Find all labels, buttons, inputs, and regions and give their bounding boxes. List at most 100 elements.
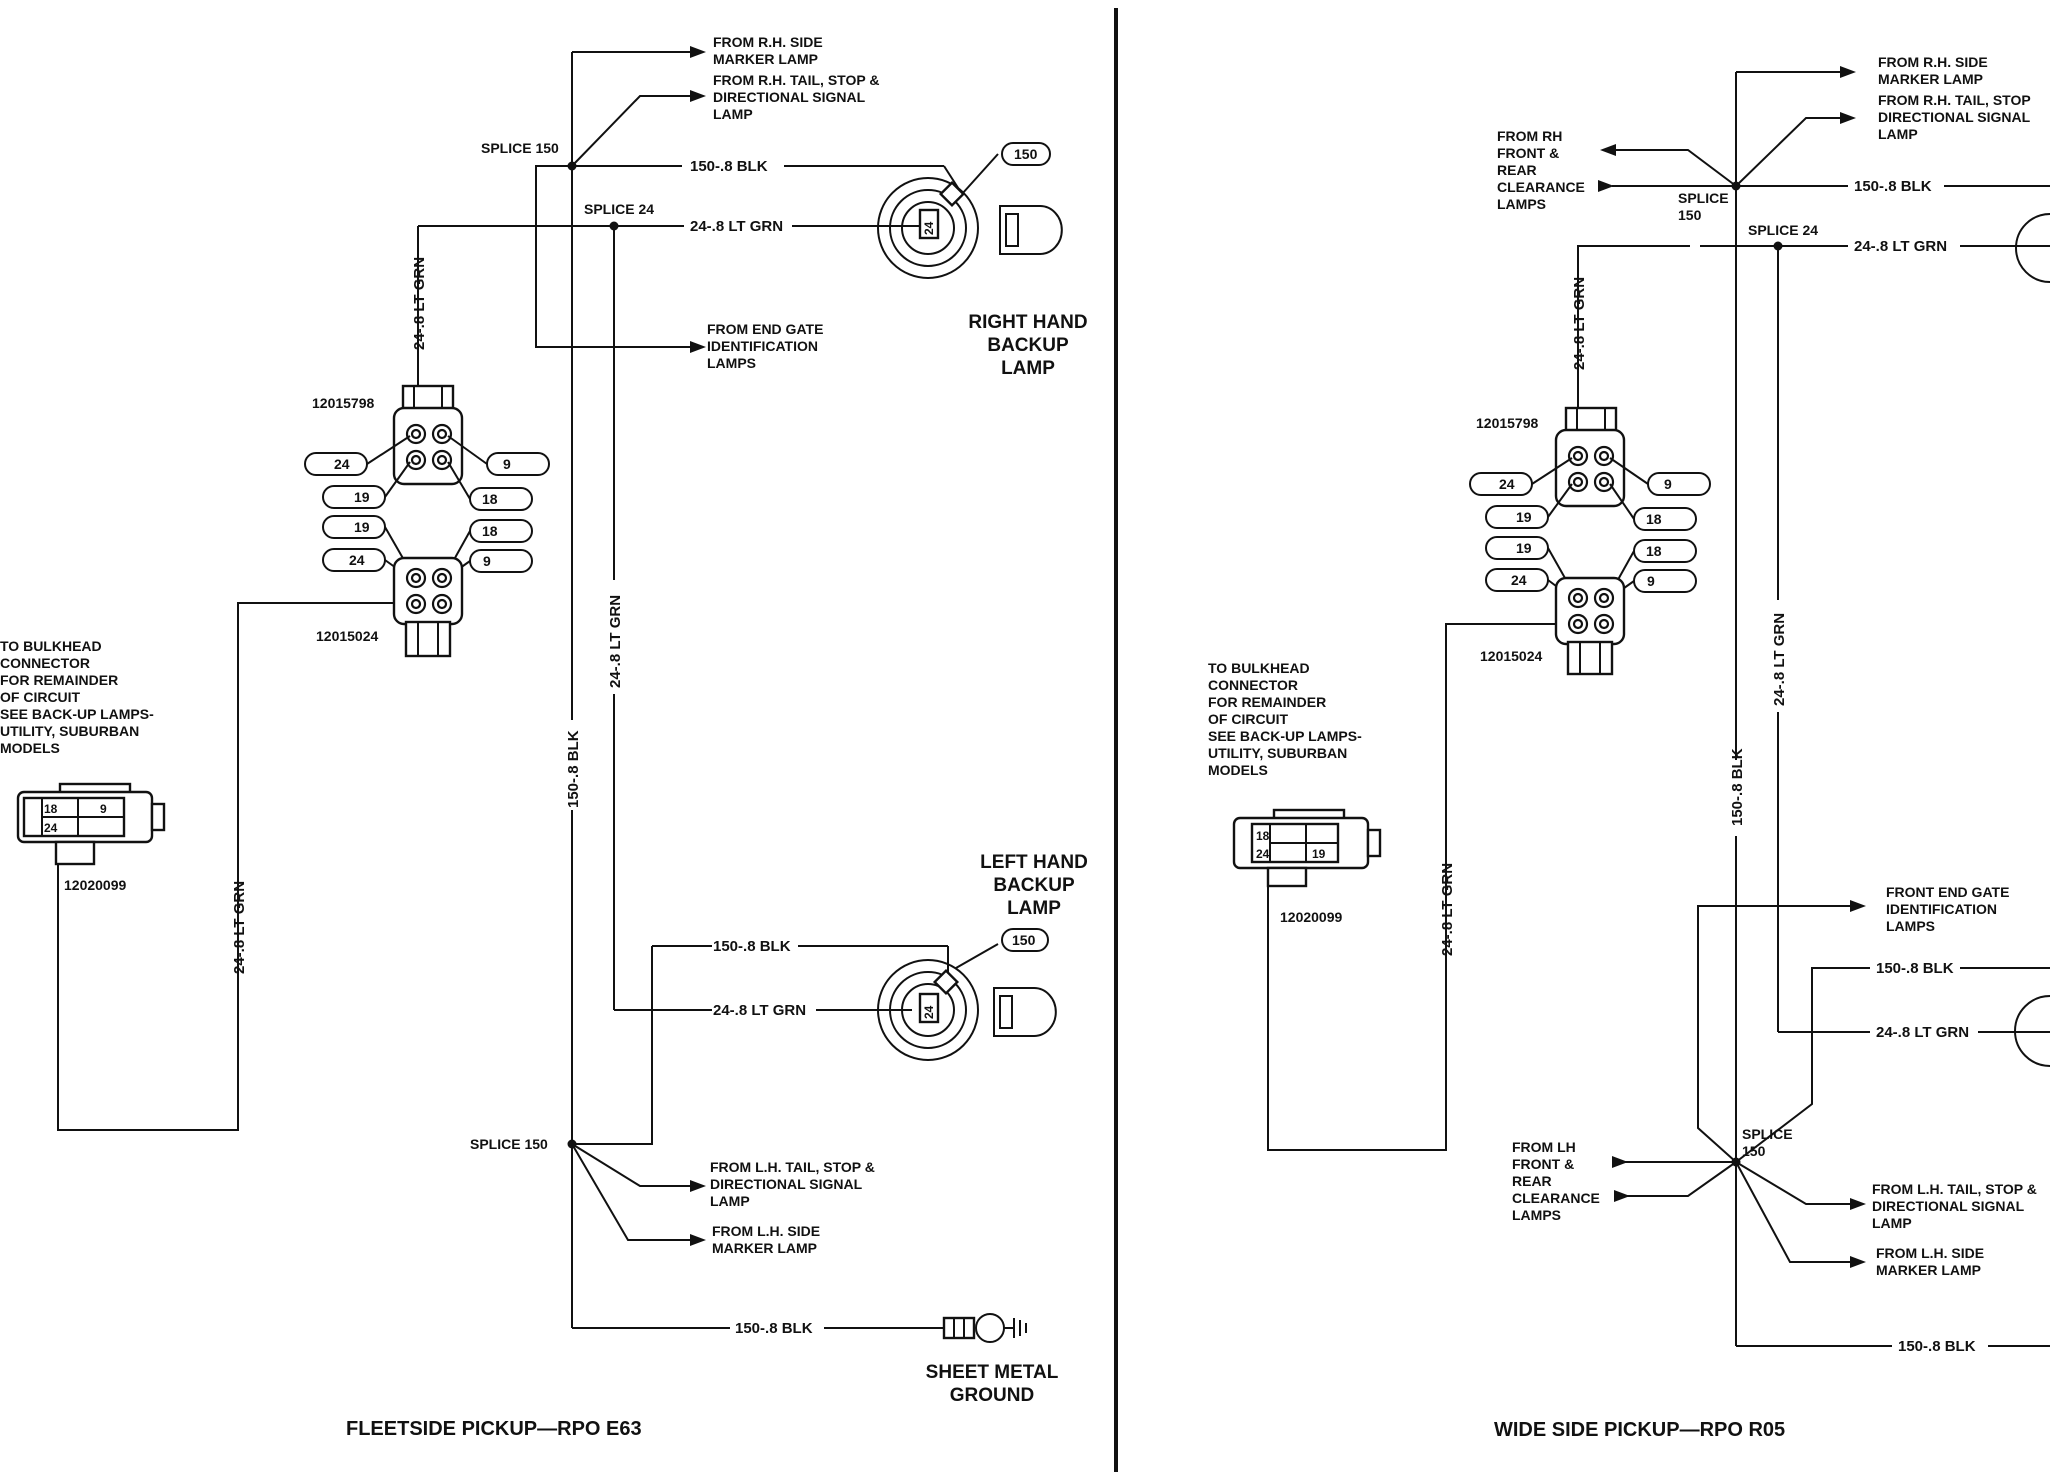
pin-tag-label: 19 (354, 519, 370, 535)
lh-term-150-tag (1001, 928, 1049, 952)
r-lh-clearance-wire (1616, 1161, 1737, 1197)
r-lh-clearance-label: LAMPS (1512, 1207, 1561, 1223)
r-pin-tag-label: 9 (1647, 573, 1655, 589)
end-gate-label: FROM END GATE (707, 321, 823, 337)
r-lh-blk-label: 150-.8 BLK (1876, 960, 1954, 977)
r-splice-150-top-label: SPLICE (1678, 190, 1729, 206)
r-rh-clearance-arrow (1598, 180, 1614, 192)
splice-150-bottom-label: SPLICE 150 (470, 1136, 548, 1152)
bulkhead-connector-label: 12020099 (64, 877, 127, 893)
r-front-end-gate-label: IDENTIFICATION (1886, 901, 1997, 917)
connector-12015798-label: 12015798 (312, 395, 375, 411)
r-rh-tail-label: LAMP (1878, 126, 1918, 142)
pin-tag-label: 9 (483, 553, 491, 569)
r-rh-clearance-label: FROM RH (1497, 128, 1562, 144)
r-rh-lamp-partial (2015, 213, 2050, 283)
r-bulkhead-grn-wire (1267, 623, 1556, 1151)
r-rh-clearance-label: LAMPS (1497, 196, 1546, 212)
r-bulkhead-pin: 18 (1256, 829, 1270, 843)
r-bulkhead-grn-label: 24-.8 LT GRN (1439, 863, 1456, 956)
bulkhead-note: MODELS (0, 740, 60, 756)
rh-tail-label: LAMP (713, 106, 753, 122)
r-bulkhead-connector-label: 12020099 (1280, 909, 1343, 925)
r-lh-tail-label: DIRECTIONAL SIGNAL (1872, 1198, 2025, 1214)
lh-backup-lamp-socket: 24 150 (877, 928, 1049, 1061)
r-pin-tag-label: 19 (1516, 540, 1532, 556)
r-splice-150-bottom-label: SPLICE (1742, 1126, 1793, 1142)
lh-term-150-label: 150 (1012, 932, 1036, 948)
lh-grn-label: 24-.8 LT GRN (713, 1002, 806, 1019)
pin-tag (469, 487, 533, 511)
lh-side-marker-wire (571, 1143, 692, 1241)
r-grn-vertical-label: 24-.8 LT GRN (1771, 613, 1788, 706)
r-bulkhead-pin: 24 (1256, 847, 1270, 861)
rh-backup-lamp-socket: 24 150 (877, 142, 1051, 279)
end-gate-arrow (690, 341, 706, 353)
r-pin-tag (1633, 539, 1697, 563)
ground-title: GROUND (950, 1385, 1034, 1406)
r-blk-vertical-label: 150-.8 BLK (1729, 748, 1746, 826)
r-ground-wire-label: 150-.8 BLK (1898, 1338, 1976, 1355)
rh-side-marker-label: MARKER LAMP (713, 51, 818, 67)
r-lh-side-marker-wire (1735, 1161, 1852, 1263)
conn-grn-label: 24-.8 LT GRN (411, 257, 428, 350)
r-lh-side-marker-label: MARKER LAMP (1876, 1262, 1981, 1278)
splice-24-label: SPLICE 24 (584, 201, 654, 217)
bulkhead-connector-12020099: 18 9 24 (16, 782, 166, 866)
r-rh-clearance-label: REAR (1497, 162, 1537, 178)
lh-socket-term-24: 24 (922, 1005, 936, 1019)
r-rh-side-marker-arrow (1840, 66, 1856, 78)
pin-tag-label: 18 (482, 523, 498, 539)
rh-term-150-label: 150 (1014, 146, 1038, 162)
bulkhead-note: OF CIRCUIT (0, 689, 81, 705)
blk-vertical-label: 150-.8 BLK (565, 730, 582, 808)
lh-side-marker-label: FROM L.H. SIDE (712, 1223, 820, 1239)
r-pin-tag-label: 9 (1664, 476, 1672, 492)
r-bulkhead-note: SEE BACK-UP LAMPS- (1208, 728, 1362, 744)
r-rh-side-marker-label: FROM R.H. SIDE (1878, 54, 1988, 70)
r-lh-blk-wire (1735, 967, 1870, 1163)
r-connector-12015024-label: 12015024 (1480, 648, 1543, 664)
r-connector-12015798 (1554, 406, 1626, 508)
lh-blk-vertical (572, 946, 653, 1145)
r-rh-tail-arrow (1840, 112, 1856, 124)
lh-blk-label: 150-.8 BLK (713, 938, 791, 955)
r-rh-clearance-arrow (1600, 144, 1616, 156)
r-rh-blk-label: 150-.8 BLK (1854, 178, 1932, 195)
rh-side-marker-arrow (690, 46, 706, 58)
r-lh-clearance-arrow (1614, 1190, 1630, 1202)
lh-tail-arrow (690, 1180, 706, 1192)
bulkhead-grn-label: 24-.8 LT GRN (231, 881, 248, 974)
rh-tail-wire (571, 95, 692, 167)
fleetside-panel: FROM R.H. SIDE MARKER LAMP FROM R.H. TAI… (0, 34, 1088, 1440)
pin-tag-label: 18 (482, 491, 498, 507)
fleetside-caption: FLEETSIDE PICKUP—RPO E63 (346, 1418, 642, 1440)
r-splice-150-bottom-label: 150 (1742, 1143, 1766, 1159)
r-bulkhead-note: CONNECTOR (1208, 677, 1298, 693)
lh-backup-bulb (993, 987, 1057, 1037)
r-pin-tag (1647, 472, 1711, 496)
r-front-end-gate-arrow (1850, 900, 1866, 912)
r-grn-label: 24-.8 LT GRN (1854, 238, 1947, 255)
bulkhead-pin: 24 (44, 821, 58, 835)
r-front-end-gate-label: FRONT END GATE (1886, 884, 2009, 900)
r-splice-24-label: SPLICE 24 (1748, 222, 1818, 238)
r-connector-12015798-label: 12015798 (1476, 415, 1539, 431)
rh-tail-arrow (690, 90, 706, 102)
r-lh-clearance-label: REAR (1512, 1173, 1552, 1189)
connector-12015024 (392, 556, 464, 658)
r-lh-clearance-label: FROM LH (1512, 1139, 1576, 1155)
r-lh-grn-label: 24-.8 LT GRN (1876, 1024, 1969, 1041)
r-bulkhead-note: OF CIRCUIT (1208, 711, 1289, 727)
r-bulkhead-note: FOR REMAINDER (1208, 694, 1326, 710)
r-lh-tail-wire (1735, 1161, 1852, 1205)
lh-backup-title: LEFT HAND (980, 852, 1088, 873)
pin-tag (469, 549, 533, 573)
pin-tag-label: 24 (334, 456, 350, 472)
end-gate-label: LAMPS (707, 355, 756, 371)
r-pin-tag (1633, 507, 1697, 531)
r-bulkhead-pin: 19 (1312, 847, 1326, 861)
bulkhead-pin: 9 (100, 802, 107, 816)
blk-label-gap (564, 720, 580, 810)
grn-vertical-label: 24-.8 LT GRN (607, 595, 624, 688)
